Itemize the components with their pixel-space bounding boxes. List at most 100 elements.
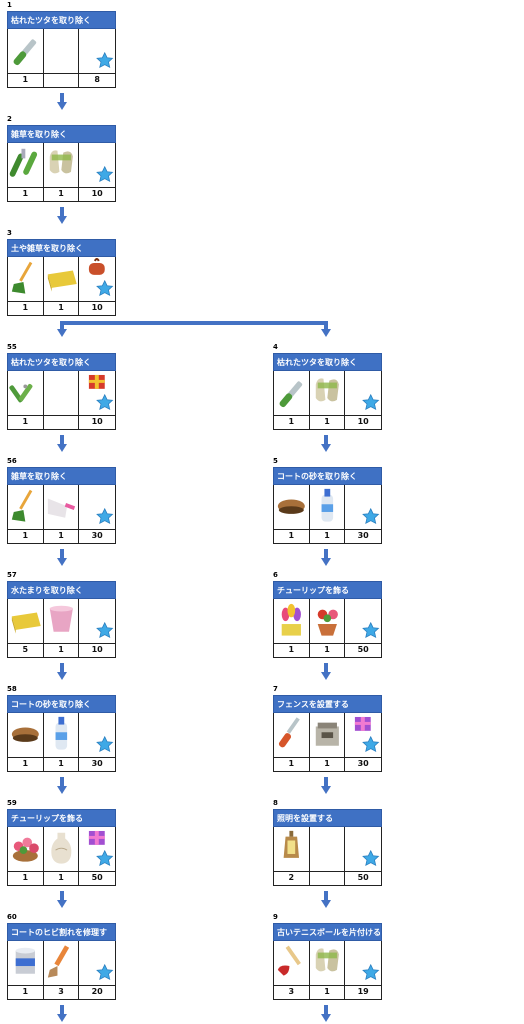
sponge-icon — [8, 599, 43, 643]
vase-icon — [44, 827, 79, 871]
down-arrow-icon — [57, 663, 67, 681]
task-number: 7 — [273, 685, 278, 693]
item-slot — [345, 371, 381, 415]
down-arrow-icon — [321, 777, 331, 795]
star-icon — [96, 165, 114, 182]
brush-icon — [274, 485, 309, 529]
star-icon — [79, 599, 115, 643]
quantity: 1 — [274, 530, 310, 543]
quantity: 1 — [8, 530, 44, 543]
item-slot — [8, 827, 44, 871]
screwdriver-icon — [274, 713, 309, 757]
star-icon — [96, 51, 114, 68]
knife-icon — [274, 371, 309, 415]
item-slot — [79, 599, 115, 643]
task-title: コートのヒビ割れを修理す — [7, 923, 116, 941]
quantity: 1 — [44, 872, 80, 885]
item-grid — [273, 827, 382, 871]
task-number: 55 — [7, 343, 17, 351]
task-title: 枯れたツタを取り除く — [273, 353, 382, 371]
quantity: 8 — [94, 75, 100, 84]
giftpurple-icon — [79, 827, 115, 871]
item-slot — [79, 371, 115, 415]
down-arrow-icon — [57, 777, 67, 795]
item-slot — [345, 485, 381, 529]
rake-icon — [8, 257, 43, 301]
task-title: 枯れたツタを取り除く — [7, 353, 116, 371]
down-arrow-icon — [57, 435, 67, 453]
item-grid — [7, 257, 116, 301]
quantity: 1 — [274, 644, 310, 657]
item-grid — [7, 29, 116, 73]
item-slot — [310, 941, 346, 985]
item-slot — [44, 941, 80, 985]
giftpurple-icon — [345, 713, 381, 757]
star-icon — [79, 371, 115, 415]
item-grid — [273, 713, 382, 757]
task-title: 雑草を取り除く — [7, 467, 116, 485]
gloves-icon — [44, 143, 79, 187]
item-slot — [8, 599, 44, 643]
item-grid — [273, 485, 382, 529]
quantity: 1 — [44, 302, 80, 315]
paintcan-icon — [8, 941, 43, 985]
task-title: チューリップを飾る — [273, 581, 382, 599]
item-slot — [345, 713, 381, 757]
quantity: 30 — [357, 531, 369, 540]
item-slot — [79, 29, 115, 73]
quantity: 3 — [274, 986, 310, 999]
item-grid — [273, 941, 382, 985]
star-icon — [345, 827, 381, 871]
item-slot — [8, 143, 44, 187]
item-grid — [7, 371, 116, 415]
quantity: 1 — [274, 758, 310, 771]
item-slot — [310, 713, 346, 757]
star-icon — [79, 941, 115, 985]
quantity: 1 — [310, 758, 346, 771]
quantity: 1 — [8, 188, 44, 201]
quantity: 1 — [8, 416, 44, 429]
item-slot — [44, 713, 80, 757]
star-icon — [96, 849, 114, 866]
down-arrow-icon — [321, 663, 331, 681]
down-arrow-icon — [321, 435, 331, 453]
task-number: 58 — [7, 685, 17, 693]
item-slot — [8, 257, 44, 301]
item-slot — [8, 485, 44, 529]
down-arrow-icon — [57, 326, 67, 344]
item-slot — [79, 827, 115, 871]
quantity: 1 — [8, 302, 44, 315]
star-icon — [96, 963, 114, 980]
task-title: 雑草を取り除く — [7, 125, 116, 143]
flowerbasket-icon — [8, 827, 43, 871]
item-grid — [273, 371, 382, 415]
down-arrow-icon — [321, 1005, 331, 1023]
tulips-icon — [274, 599, 309, 643]
item-slot — [79, 713, 115, 757]
star-icon — [96, 279, 114, 296]
item-slot — [274, 941, 310, 985]
task-number: 60 — [7, 913, 17, 921]
task-number: 6 — [273, 571, 278, 579]
task-number: 2 — [7, 115, 12, 123]
star-icon — [79, 29, 115, 73]
item-slot — [345, 827, 381, 871]
item-grid — [7, 485, 116, 529]
task-title: 古いテニスボールを片付ける — [273, 923, 382, 941]
